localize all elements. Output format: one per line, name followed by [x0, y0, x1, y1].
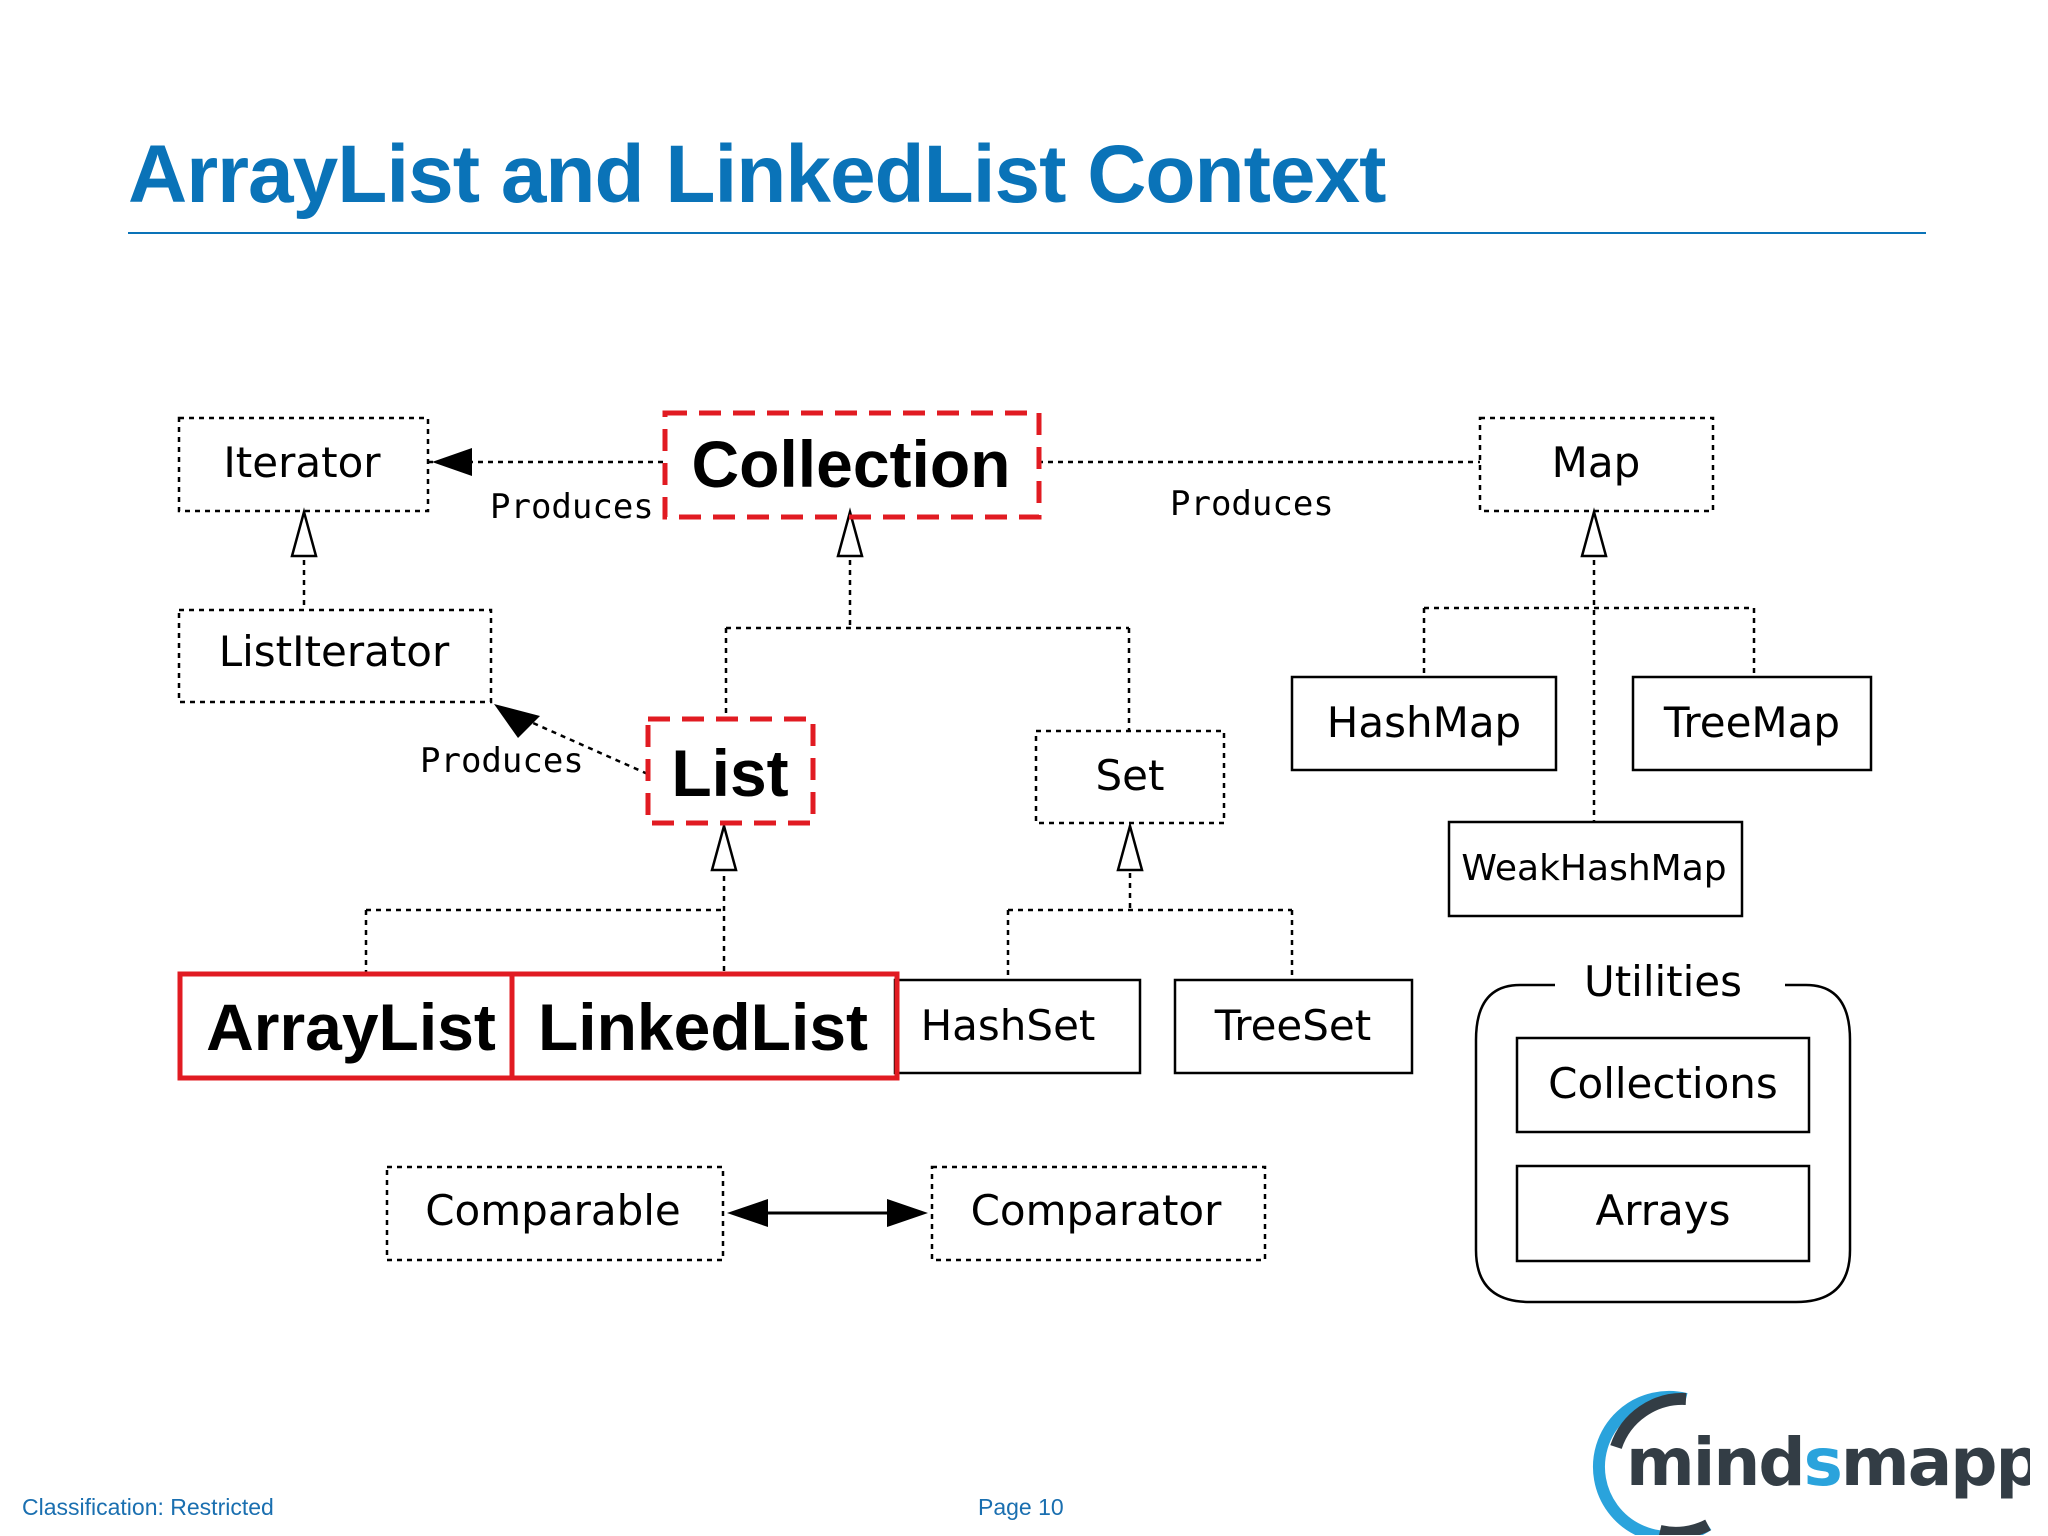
- iterator-label: Iterator: [223, 438, 381, 487]
- hashset-label: HashSet: [921, 1001, 1096, 1050]
- logo-text-mapped: mapped: [1841, 1424, 2030, 1501]
- collection-highlight: [662, 410, 1042, 520]
- list-label: List: [671, 736, 788, 810]
- slide-title: ArrayList and LinkedList Context: [128, 129, 1386, 220]
- linkedlist-highlight: [509, 971, 900, 1081]
- listiterator-box: [177, 608, 493, 704]
- linkedlist-label: LinkedList: [538, 990, 868, 1064]
- map-label: Map: [1552, 438, 1641, 487]
- comparator-label: Comparator: [971, 1186, 1223, 1235]
- svg-text:mindsmapped: mindsmapped: [1626, 1424, 2030, 1501]
- arrays-label: Arrays: [1595, 1186, 1730, 1235]
- list-highlight: [645, 716, 816, 826]
- treemap-box: [1631, 675, 1873, 772]
- arraylist-label: ArrayList: [206, 990, 496, 1064]
- set-label: Set: [1096, 751, 1165, 800]
- treeset-box: [1173, 978, 1414, 1075]
- arrays-box: [1515, 1164, 1811, 1263]
- hashmap-label: HashMap: [1327, 698, 1521, 747]
- produces-listiterator-label: Produces: [420, 741, 584, 781]
- produces-map-label: Produces: [1170, 484, 1334, 524]
- title-underline: [128, 232, 1926, 234]
- logo-text-s: s: [1804, 1424, 1841, 1501]
- iterator-box: [177, 416, 430, 513]
- comparator-box: [930, 1165, 1267, 1262]
- footer-page-number: Page 10: [978, 1494, 1064, 1520]
- comparable-box: [385, 1165, 725, 1262]
- weakhashmap-box: [1447, 820, 1744, 918]
- logo-text-mind: mind: [1626, 1424, 1804, 1501]
- listiterator-label: ListIterator: [219, 627, 450, 676]
- comparable-label: Comparable: [425, 1186, 681, 1235]
- collections-box: [1515, 1036, 1811, 1134]
- produces-iterator-label: Produces: [490, 487, 654, 527]
- mindsmapped-logo: mindsmapped: [1592, 1390, 2030, 1535]
- hashmap-box: [1290, 675, 1558, 772]
- collection-label: Collection: [691, 427, 1010, 501]
- footer-classification: Classification: Restricted: [22, 1494, 274, 1520]
- utilities-group: [1474, 983, 1852, 1304]
- collections-label: Collections: [1548, 1059, 1778, 1108]
- weakhashmap-label: WeakHashMap: [1461, 848, 1726, 889]
- utilities-label: Utilities: [1584, 957, 1742, 1006]
- treemap-label: TreeMap: [1663, 698, 1840, 747]
- map-box: [1478, 416, 1715, 513]
- treeset-label: TreeSet: [1214, 1001, 1371, 1050]
